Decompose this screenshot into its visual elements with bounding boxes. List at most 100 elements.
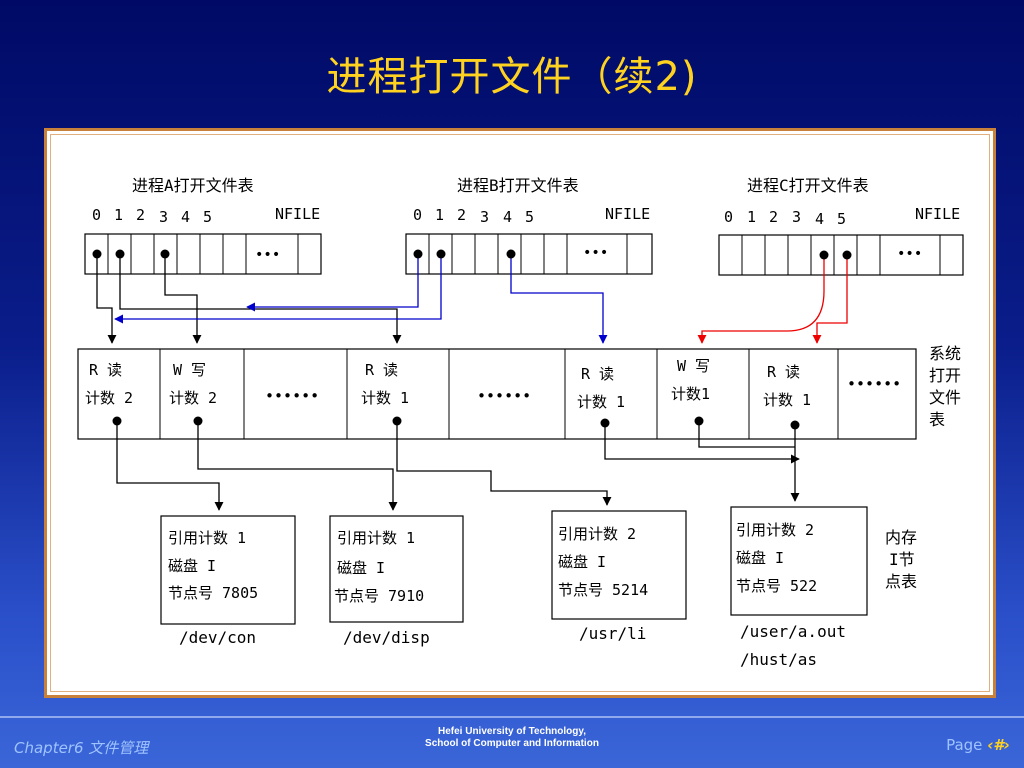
process-table-c-index-4: 4	[815, 210, 824, 228]
system-entry-2-mode: W 写	[173, 361, 206, 379]
pointer-sys1	[116, 421, 224, 511]
inode-entry-1-path-1: /dev/con	[179, 628, 256, 647]
diagram-frame: 进程A打开文件表 0 1 2 3 4 5 NFILE ••• 进程B打开文件表 …	[44, 128, 996, 698]
pointer-c5	[812, 255, 848, 344]
inode-entry-3-node: 节点号 5214	[558, 581, 648, 599]
process-table-b-index-4: 4	[503, 208, 512, 226]
pointer-a0	[96, 254, 117, 344]
system-open-file-table: R 读 计数 2 W 写 计数 2 •••••• R 读 计数 1 ••••••…	[77, 344, 961, 440]
inode-table-label-3: 点表	[885, 572, 917, 591]
system-table-label-3: 文件	[929, 388, 961, 407]
inode-entry-3-disk: 磁盘 I	[558, 553, 606, 571]
process-table-b: 进程B打开文件表 0 1 2 3 4 5 NFILE •••	[405, 176, 653, 275]
diagram-inner-border	[50, 134, 990, 692]
system-entry-1-mode: R 读	[89, 361, 122, 379]
process-table-c-nfile: NFILE	[915, 205, 960, 223]
pointer-a1	[119, 254, 402, 344]
inode-entry-3-box	[551, 510, 687, 620]
system-entry-7-count: 计数1	[671, 385, 710, 403]
process-table-a-index-4: 4	[181, 208, 190, 226]
process-table-c-box	[718, 234, 964, 276]
inode-entry-2-node: 节点号 7910	[334, 587, 424, 605]
process-table-c-index-0: 0	[724, 208, 733, 226]
process-table-a-index-2: 2	[136, 206, 145, 224]
inode-entry-1-refcount: 引用计数 1	[168, 529, 246, 547]
system-table-label-4: 表	[929, 410, 945, 429]
inode-entry-2-path-1: /dev/disp	[343, 628, 430, 647]
pointer-sys7	[698, 421, 795, 448]
system-entry-5-ellipsis: ••••••	[477, 387, 531, 405]
process-table-b-index-0: 0	[413, 206, 422, 224]
inode-entry-1-box	[160, 515, 296, 625]
process-table-b-index-5: 5	[525, 208, 534, 226]
process-table-b-index-3: 3	[480, 208, 489, 226]
footer-institution: Hefei University of Technology, School o…	[312, 726, 712, 750]
process-table-b-title: 进程B打开文件表	[457, 176, 579, 195]
pointer-dots-process	[92, 249, 852, 260]
file-table-diagram: 进程A打开文件表 0 1 2 3 4 5 NFILE ••• 进程B打开文件表 …	[77, 176, 964, 669]
footer-chapter: Chapter6 文件管理	[14, 739, 149, 757]
slide-title: 进程打开文件（续2)	[326, 54, 698, 100]
inode-entry-3-refcount: 引用计数 2	[558, 525, 636, 543]
pointer-dots-system	[112, 416, 800, 430]
process-table-a-index-3: 3	[159, 208, 168, 226]
process-table-a-nfile: NFILE	[275, 205, 320, 223]
process-table-c-index-2: 2	[769, 208, 778, 226]
inode-entry-4-box	[730, 506, 868, 616]
inode-entry-3-path-1: /usr/li	[579, 624, 646, 643]
pointer-b1	[114, 254, 442, 324]
system-entry-9-ellipsis: ••••••	[847, 375, 901, 393]
pointer-c4	[697, 255, 825, 344]
system-entry-8-mode: R 读	[767, 363, 800, 381]
system-table-label-1: 系统	[929, 344, 961, 363]
footer-page-label: Page	[946, 736, 983, 754]
process-table-c-title: 进程C打开文件表	[747, 176, 869, 195]
process-table-c-ellipsis: •••	[897, 246, 922, 262]
inode-table-label-1: 内存	[885, 528, 917, 547]
footer-divider	[0, 716, 1024, 718]
inode-entry-1-node: 节点号 7805	[168, 584, 258, 602]
inode-entry-2-refcount: 引用计数 1	[337, 529, 415, 547]
inode-entry-2-box	[329, 515, 464, 623]
footer-page: Page ‹#›	[946, 736, 1010, 754]
footer-university: Hefei University of Technology,	[438, 726, 586, 737]
pointer-b0	[246, 254, 419, 312]
inode-entry-2-disk: 磁盘 I	[337, 559, 385, 577]
process-table-a: 进程A打开文件表 0 1 2 3 4 5 NFILE •••	[84, 176, 322, 275]
process-table-a-index-1: 1	[114, 206, 123, 224]
page-number-icon: ‹#›	[987, 736, 1010, 754]
system-entry-7-mode: W 写	[677, 357, 710, 375]
inode-entry-1-disk: 磁盘 I	[168, 557, 216, 575]
pointer-sys2	[197, 421, 398, 511]
inode-entry-4-disk: 磁盘 I	[736, 549, 784, 567]
system-entry-2-count: 计数 2	[169, 389, 217, 407]
system-entry-3-ellipsis: ••••••	[265, 387, 319, 405]
process-table-b-box	[405, 233, 653, 275]
system-entry-4-mode: R 读	[365, 361, 398, 379]
system-table-box	[77, 348, 917, 440]
inode-entry-4-refcount: 引用计数 2	[736, 521, 814, 539]
process-table-a-index-0: 0	[92, 206, 101, 224]
process-table-b-ellipsis: •••	[583, 245, 608, 261]
inode-entry-4-path-2: /hust/as	[740, 650, 817, 669]
inode-table: 引用计数 1 磁盘 I 节点号 7805 /dev/con 引用计数 1 磁盘 …	[160, 506, 917, 669]
process-table-b-index-1: 1	[435, 206, 444, 224]
pointer-b4	[510, 254, 608, 344]
process-table-c-index-3: 3	[792, 208, 801, 226]
system-entry-6-count: 计数 1	[577, 393, 625, 411]
system-entry-1-count: 计数 2	[85, 389, 133, 407]
pointer-sys6	[604, 423, 800, 464]
inode-table-label-2: I节	[889, 550, 915, 569]
pointer-sys4	[396, 421, 612, 506]
pointers-system-to-inode	[116, 421, 800, 511]
process-table-a-title: 进程A打开文件表	[132, 176, 254, 195]
pointers-process-to-system	[96, 254, 848, 344]
process-table-b-nfile: NFILE	[605, 205, 650, 223]
inode-entry-4-path-1: /user/a.out	[740, 622, 846, 641]
process-table-c-index-1: 1	[747, 208, 756, 226]
system-entry-6-mode: R 读	[581, 365, 614, 383]
process-table-b-index-2: 2	[457, 206, 466, 224]
system-entry-4-count: 计数 1	[361, 389, 409, 407]
system-entry-8-count: 计数 1	[763, 391, 811, 409]
process-table-c: 进程C打开文件表 0 1 2 3 4 5 NFILE •••	[718, 176, 964, 276]
